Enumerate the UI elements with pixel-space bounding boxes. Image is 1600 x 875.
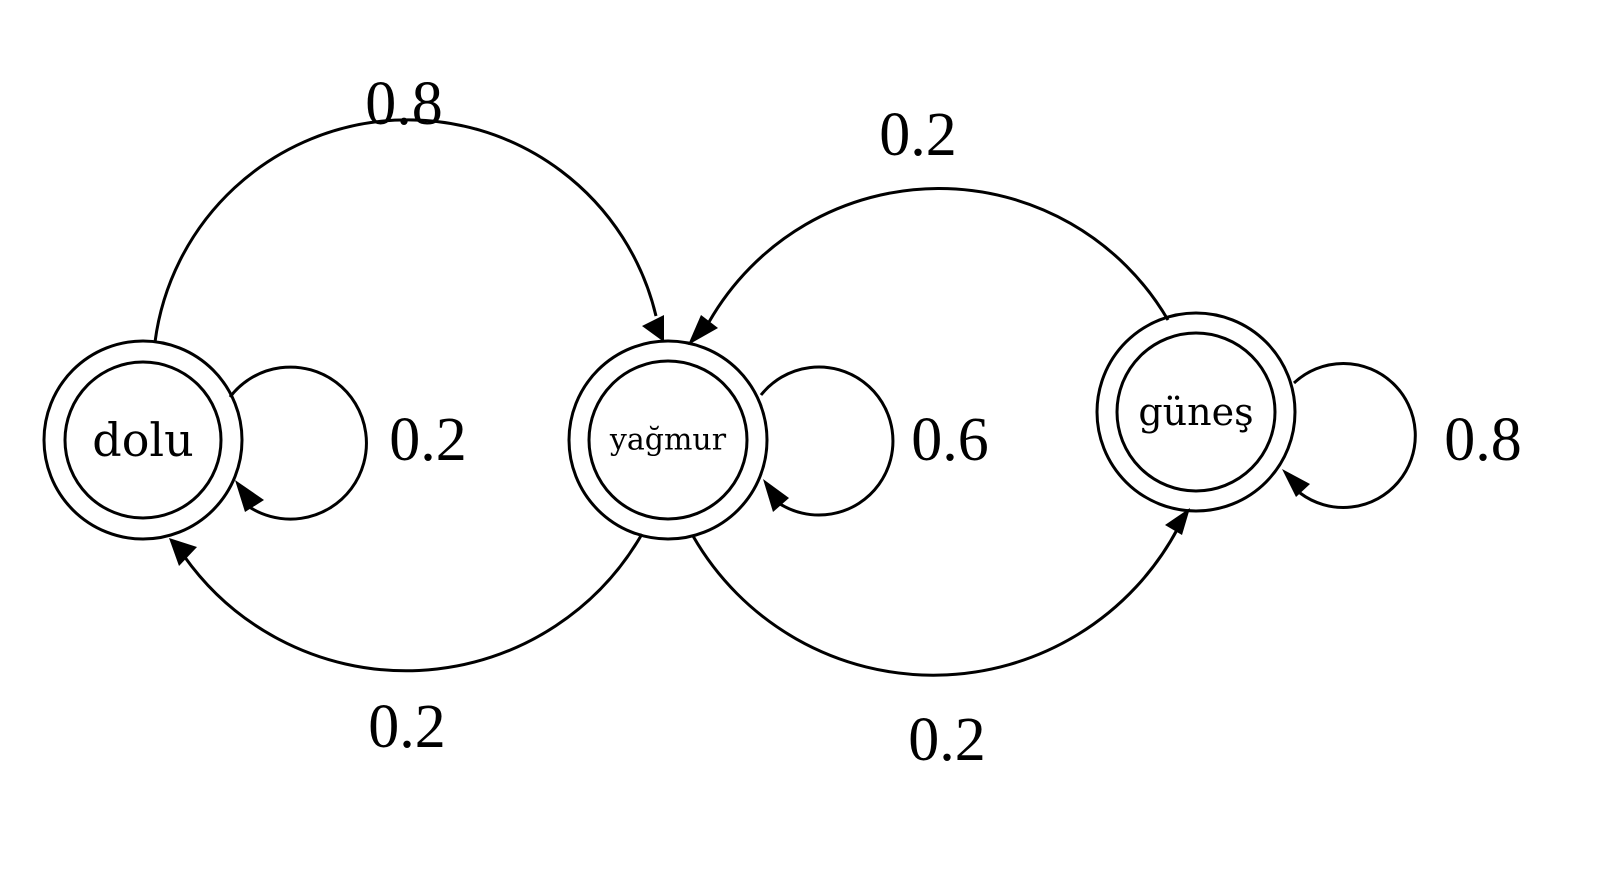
prob-yagmur-to-dolu: 0.2: [368, 693, 446, 761]
edge-dolu-self-loop: [228, 365, 368, 521]
state-yagmur: yağmur: [567, 339, 769, 541]
edge-yagmur-self-loop: [759, 365, 895, 517]
edge-gunes-to-yagmur: [688, 187, 1170, 345]
edge-gunes-self-loop: [1282, 361, 1417, 509]
state-gunes-label: güneş: [1138, 390, 1253, 434]
prob-dolu-self: 0.2: [389, 406, 467, 474]
state-dolu-label: dolu: [92, 413, 193, 467]
state-gunes: güneş: [1095, 311, 1297, 513]
prob-yagmur-self: 0.6: [911, 406, 989, 474]
state-gunes-outer-ring: [1095, 311, 1297, 513]
state-yagmur-inner-ring: [587, 359, 749, 521]
state-dolu-outer-ring: [42, 339, 244, 541]
prob-dolu-to-yagmur: 0.8: [365, 70, 443, 138]
state-yagmur-outer-ring: [567, 339, 769, 541]
edge-yagmur-to-dolu: [169, 533, 644, 673]
prob-gunes-self: 0.8: [1444, 406, 1522, 474]
state-yagmur-label: yağmur: [609, 423, 727, 458]
state-dolu-inner-ring: [63, 360, 223, 520]
state-gunes-inner-ring: [1115, 331, 1277, 493]
state-dolu: dolu: [42, 339, 244, 541]
prob-yagmur-to-gunes: 0.2: [908, 706, 986, 774]
edge-dolu-to-yagmur: [153, 118, 664, 343]
prob-gunes-to-yagmur: 0.2: [879, 101, 957, 169]
edge-yagmur-to-gunes: [691, 508, 1190, 677]
